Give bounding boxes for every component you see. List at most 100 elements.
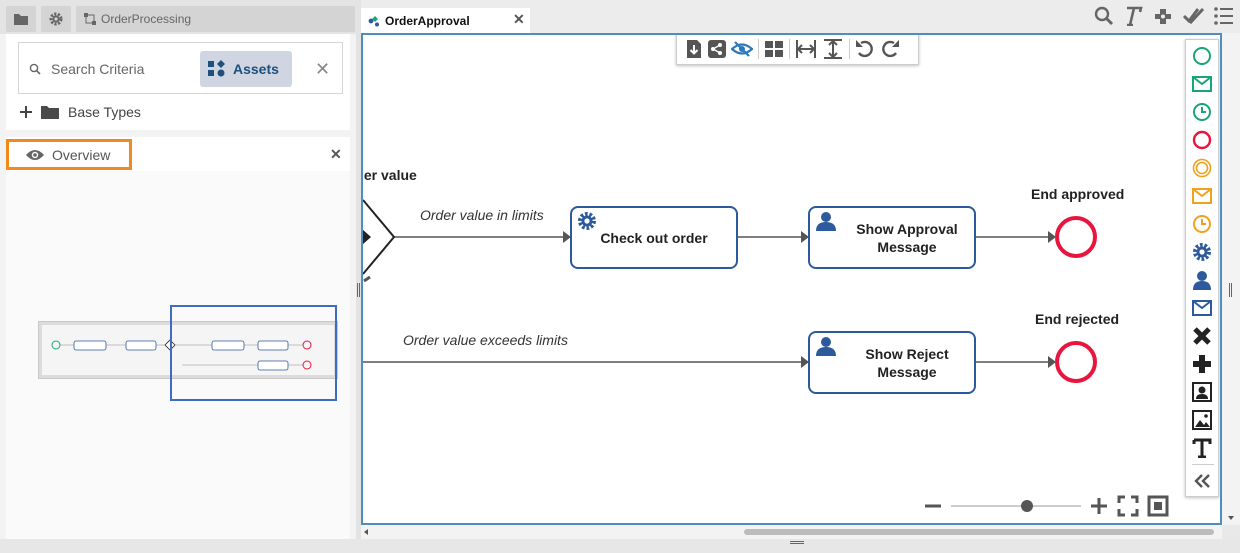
horizontal-scrollbar[interactable]	[361, 525, 1222, 539]
process-tab[interactable]: OrderProcessing	[76, 6, 355, 32]
gear-icon	[49, 12, 63, 26]
right-splitter[interactable]	[1222, 33, 1240, 525]
palette-message-task[interactable]	[1191, 297, 1213, 319]
splitter-handle-icon	[790, 541, 804, 544]
palette-parallel-gateway[interactable]	[1191, 353, 1213, 375]
close-icon[interactable]: ✕	[330, 146, 342, 162]
editor-tab-bar: OrderApproval ✕	[361, 0, 1240, 33]
minimap-drawing	[51, 339, 312, 371]
end-event-approved[interactable]	[1055, 216, 1097, 258]
toolbar-separator	[789, 39, 790, 59]
fit-to-screen-icon[interactable]	[1147, 495, 1169, 517]
bottom-splitter[interactable]	[0, 539, 1240, 553]
scrollbar-thumb[interactable]	[744, 529, 1214, 535]
intermediate-event-icon	[1192, 158, 1212, 178]
overview-panel	[6, 171, 350, 540]
palette-contact[interactable]	[1191, 381, 1213, 403]
task-label: Show Approval Message	[856, 220, 958, 255]
palette-start-event[interactable]	[1191, 45, 1213, 67]
scroll-left-arrow-icon[interactable]	[363, 529, 369, 535]
zoom-slider[interactable]	[951, 496, 1081, 516]
message-start-icon	[1192, 76, 1212, 92]
close-icon[interactable]: ✕	[315, 59, 331, 79]
overview-tab[interactable]: Overview	[6, 139, 132, 170]
share-icon[interactable]	[708, 40, 726, 58]
folder-icon	[41, 106, 59, 119]
tab-order-approval[interactable]: OrderApproval ✕	[361, 8, 530, 33]
close-icon[interactable]: ✕	[513, 11, 525, 27]
double-check-icon[interactable]	[1183, 6, 1205, 26]
diagram-connections	[363, 199, 1056, 368]
settings-tab-button[interactable]	[41, 6, 71, 32]
gateway-label: ler value	[361, 167, 417, 183]
overview-minimap[interactable]	[38, 321, 338, 379]
expand-plus-icon[interactable]	[20, 106, 32, 118]
gear-icon	[1193, 243, 1211, 261]
splitter-handle-icon	[357, 283, 360, 297]
task-show-approval[interactable]: Show Approval Message	[808, 206, 976, 269]
redo-icon[interactable]	[880, 39, 900, 59]
panel-splitter[interactable]	[356, 0, 361, 553]
editor-tab-label: OrderApproval	[385, 13, 470, 28]
envelope-icon	[1192, 300, 1212, 316]
grid-layout-icon[interactable]	[764, 39, 784, 59]
overview-header: Overview ✕	[6, 137, 350, 171]
base-types-label: Base Types	[68, 104, 141, 120]
toolbar-separator	[849, 39, 850, 59]
intermediate-timer-icon	[1193, 215, 1211, 233]
plus-gateway-icon	[1193, 355, 1211, 373]
palette-intermediate-timer[interactable]	[1191, 213, 1213, 235]
zoom-in-icon[interactable]	[1089, 496, 1109, 516]
task-label: Show Reject Message	[865, 345, 949, 380]
overview-label: Overview	[52, 146, 111, 163]
zoom-out-icon[interactable]	[923, 496, 943, 516]
palette-collapse[interactable]	[1191, 470, 1213, 492]
folder-tab-button[interactable]	[6, 6, 36, 32]
contact-card-icon	[1192, 382, 1212, 402]
process-icon	[368, 15, 379, 26]
download-icon[interactable]	[685, 39, 703, 59]
diagram-canvas[interactable]: ler value Order value in limits Order va…	[361, 33, 1222, 525]
palette-intermediate-message[interactable]	[1191, 185, 1213, 207]
left-tab-bar: OrderProcessing	[0, 0, 356, 34]
search-input[interactable]: Search Criteria	[51, 61, 145, 77]
end-event-icon	[1192, 130, 1212, 150]
undo-icon[interactable]	[855, 39, 875, 59]
task-label: Check out order	[600, 229, 708, 246]
task-show-reject[interactable]: Show Reject Message	[808, 331, 976, 394]
text-icon	[1192, 438, 1212, 458]
double-chevron-left-icon	[1194, 474, 1210, 488]
palette-text[interactable]	[1191, 437, 1213, 459]
splitter-handle-icon	[1229, 283, 1232, 297]
tree-item-base-types[interactable]: Base Types	[20, 104, 141, 120]
palette-intermediate-event[interactable]	[1191, 157, 1213, 179]
palette-end-event[interactable]	[1191, 129, 1213, 151]
fullscreen-icon[interactable]	[1117, 495, 1139, 517]
asset-browser: Search Criteria Assets ✕ Base Types	[6, 34, 350, 130]
overview-viewport-frame[interactable]	[170, 305, 337, 401]
end-event-rejected[interactable]	[1055, 341, 1097, 383]
list-icon[interactable]	[1214, 6, 1234, 26]
palette-image[interactable]	[1191, 409, 1213, 431]
palette-exclusive-gateway[interactable]	[1191, 325, 1213, 347]
start-event-icon	[1193, 47, 1211, 65]
search-icon[interactable]	[1094, 6, 1114, 26]
diagram-toolbar	[676, 35, 919, 65]
user-task-icon	[816, 212, 836, 231]
task-check-out-order[interactable]: Check out order	[570, 206, 738, 269]
eye-icon	[26, 149, 44, 160]
palette-timer-start[interactable]	[1191, 101, 1213, 123]
palette-message-start[interactable]	[1191, 73, 1213, 95]
image-icon	[1192, 410, 1212, 430]
palette-user-task[interactable]	[1191, 269, 1213, 291]
palette-service-task[interactable]	[1191, 241, 1213, 263]
edge-label-in-limits: Order value in limits	[420, 207, 544, 223]
fit-width-icon[interactable]	[795, 39, 817, 59]
intermediate-message-icon	[1192, 188, 1212, 204]
scroll-down-arrow-icon[interactable]	[1228, 515, 1234, 521]
gamepad-icon[interactable]	[1152, 6, 1174, 26]
assets-button[interactable]: Assets	[200, 51, 292, 87]
fit-height-icon[interactable]	[822, 39, 844, 59]
text-format-icon[interactable]	[1123, 6, 1143, 26]
visibility-off-icon[interactable]	[731, 40, 753, 58]
